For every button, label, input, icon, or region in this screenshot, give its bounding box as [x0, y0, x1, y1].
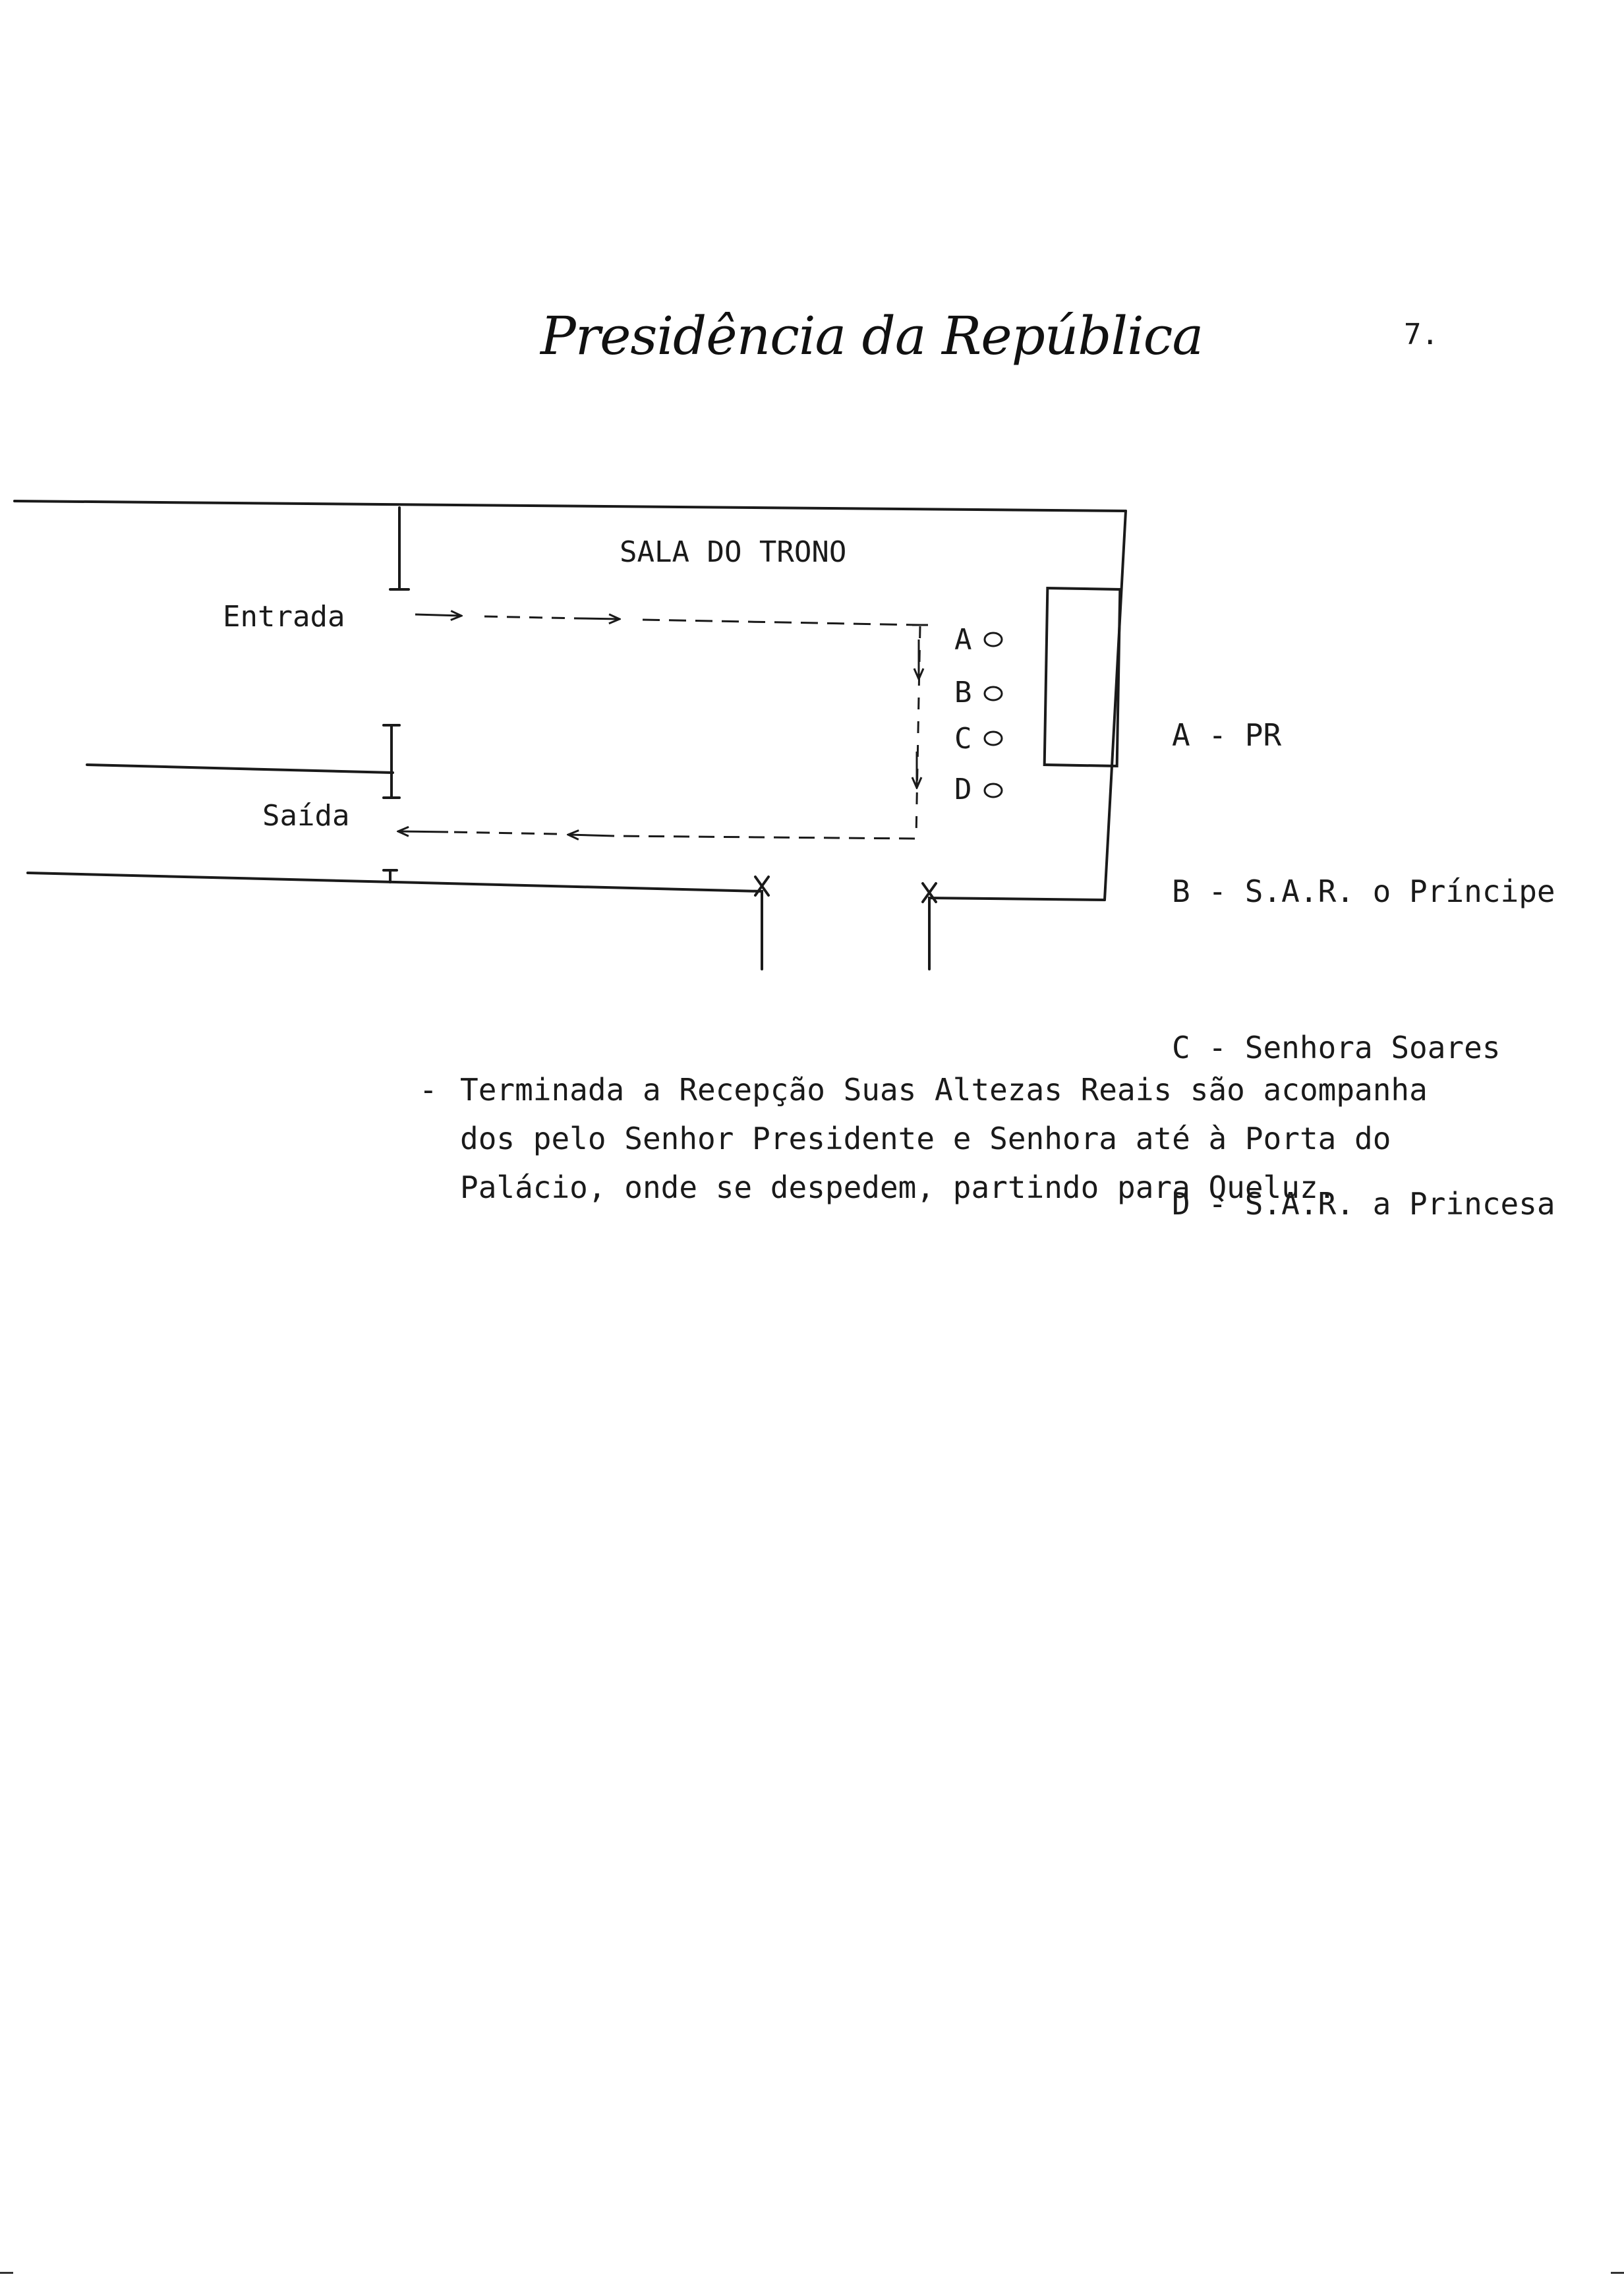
exit-lower-jamb	[382, 869, 398, 883]
legend-text: PR	[1244, 717, 1282, 753]
entry-arrow-2	[579, 618, 620, 619]
bullet-dash: -	[419, 1072, 438, 1108]
legend: A - PR B - S.A.R. o Príncipe C - Senhora…	[1172, 605, 1555, 1282]
position-b: B	[954, 676, 1003, 709]
exit-jamb	[382, 724, 401, 799]
doorway-cross-right	[921, 882, 937, 903]
doorway-cross-left	[754, 876, 770, 897]
position-marker	[983, 730, 1003, 746]
position-marker	[983, 783, 1003, 798]
legend-text: Senhora Soares	[1244, 1030, 1501, 1065]
entry-dash-2	[642, 618, 921, 626]
legend-letter: B	[1172, 874, 1190, 909]
letterhead: Presidência da República	[540, 305, 1204, 367]
exit-upper-wall	[86, 763, 394, 774]
legend-item: C - Senhora Soares	[1172, 1030, 1501, 1065]
position-letter: D	[954, 773, 972, 806]
right-wall	[1103, 510, 1127, 901]
legend-item: B - S.A.R. o Príncipe	[1172, 874, 1555, 909]
legend-item: A - PR	[1172, 717, 1282, 753]
legend-letter: C	[1172, 1030, 1190, 1065]
exit-arrow-1	[568, 835, 615, 836]
top-wall	[13, 500, 1127, 512]
entrance-label: Entrada	[223, 600, 345, 634]
legend-text: S.A.R. a Princesa	[1244, 1186, 1555, 1222]
legend-letter: D	[1172, 1186, 1190, 1222]
exit-dash-1	[614, 835, 915, 840]
paragraph-line: dos pelo Senhor Presidente e Senhora até…	[460, 1121, 1391, 1156]
lower-left-wall	[26, 872, 763, 970]
scan-corner-mark-left	[0, 2272, 13, 2274]
paragraph-line: Palácio, onde se despedem, partindo para…	[460, 1170, 1337, 1205]
lower-right-wall	[928, 896, 1106, 970]
position-d: D	[954, 773, 1003, 806]
position-a: A	[954, 623, 1003, 657]
exit-label: Saída	[262, 799, 349, 833]
closing-paragraph: - Terminada a Recepção Suas Altezas Reai…	[419, 1065, 1500, 1212]
legend-text: S.A.R. o Príncipe	[1244, 874, 1555, 909]
throne-room-floor-plan: SALA DO TRONO Entrada Saída A B C D	[13, 500, 1127, 970]
position-marker	[983, 632, 1003, 647]
entrance-jamb	[389, 506, 410, 591]
exit-arrow-2	[398, 831, 449, 832]
position-letter: B	[954, 676, 972, 709]
page-number: 7.	[1404, 318, 1439, 351]
throne	[1043, 587, 1122, 767]
position-c: C	[954, 722, 1003, 756]
exit-dash-2	[448, 831, 558, 835]
entry-arrow-1	[415, 614, 461, 616]
room-title: SALA DO TRONO	[620, 535, 846, 569]
entry-dash-1	[484, 615, 581, 620]
position-marker	[983, 686, 1003, 701]
scan-corner-mark-right	[1611, 2272, 1624, 2274]
position-letter: A	[954, 623, 972, 657]
legend-item: D - S.A.R. a Princesa	[1172, 1186, 1555, 1222]
legend-letter: A	[1172, 717, 1190, 753]
position-letter: C	[954, 722, 972, 756]
paragraph-line: Terminada a Recepção Suas Altezas Reais …	[460, 1072, 1428, 1108]
